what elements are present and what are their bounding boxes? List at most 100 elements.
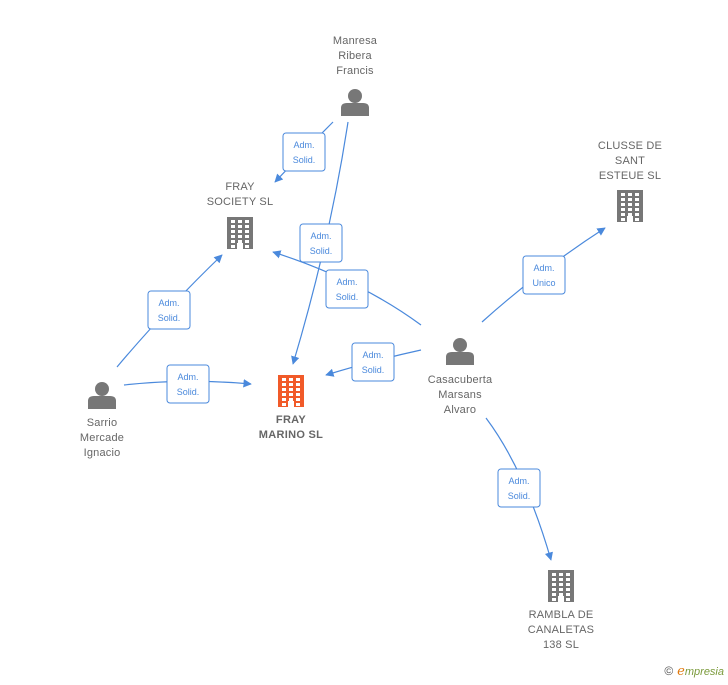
person-label[interactable]: Manresa [333, 35, 378, 47]
company-label[interactable]: FRAY [225, 181, 255, 193]
building-window [559, 573, 563, 576]
building-window [282, 388, 286, 391]
relation-badge-box [497, 468, 541, 508]
relation-badge[interactable]: Adm. Unico [522, 255, 566, 295]
relation-badge-label: Adm. [177, 372, 198, 382]
person-label[interactable]: Marsans [438, 389, 482, 401]
building-window [245, 245, 249, 248]
building-window [238, 220, 242, 223]
building-window [566, 598, 570, 601]
relation-badge[interactable]: Adm.Solid. [282, 132, 326, 172]
company-label[interactable]: RAMBLA DE [529, 609, 594, 621]
main-company-label[interactable]: FRAY [276, 414, 306, 426]
relation-badge-label: Unico [532, 278, 555, 288]
company-label[interactable]: ESTEUE SL [599, 170, 661, 182]
relation-badge[interactable]: Adm.Solid. [497, 468, 541, 508]
building-window [282, 383, 286, 386]
person-label[interactable]: Francis [336, 65, 374, 77]
building-door [627, 216, 633, 222]
building-window [621, 193, 625, 196]
building-window [289, 398, 293, 401]
person-icon[interactable] [446, 338, 474, 365]
person-label[interactable]: Ignacio [84, 447, 121, 459]
building-window [231, 230, 235, 233]
relation-badge[interactable]: Adm. Solid. [351, 342, 395, 382]
relation-badge-label: Solid. [362, 365, 385, 375]
building-window [552, 573, 556, 576]
relation-badge[interactable]: Adm.Solid. [325, 269, 369, 309]
company-label[interactable]: SOCIETY SL [207, 196, 274, 208]
relation-badge[interactable]: Adm. Solid. [166, 364, 210, 404]
building-window [566, 593, 570, 596]
relation-badge-box [282, 132, 326, 172]
relation-badge-label: Adm. [362, 350, 383, 360]
relation-badge-label: Solid. [177, 387, 200, 397]
building-window [245, 240, 249, 243]
relation-badge-label: Adm. [533, 263, 554, 273]
building-window [245, 220, 249, 223]
company-label[interactable]: SANT [615, 155, 645, 167]
main-company-label[interactable]: MARINO SL [259, 429, 323, 441]
building-window [566, 573, 570, 576]
building-window [296, 393, 300, 396]
building-window [621, 218, 625, 221]
relation-badge-box [325, 269, 369, 309]
building-icon[interactable] [227, 217, 253, 249]
relation-badge[interactable]: Adm.Solid. [299, 223, 343, 263]
building-window [289, 378, 293, 381]
building-window [628, 213, 632, 216]
building-window [621, 198, 625, 201]
relation-badge-label: Solid. [158, 313, 181, 323]
brand-name: mpresia [684, 666, 724, 678]
relation-badge-label: Solid. [336, 292, 359, 302]
person-head [95, 382, 109, 396]
building-window [566, 583, 570, 586]
company-label[interactable]: CANALETAS [528, 624, 594, 636]
building-window [559, 578, 563, 581]
building-window [231, 220, 235, 223]
building-icon[interactable] [617, 190, 643, 222]
building-window [635, 193, 639, 196]
building-window [238, 235, 242, 238]
person-label[interactable]: Alvaro [444, 404, 476, 416]
relation-badge-box [522, 255, 566, 295]
building-icon[interactable] [548, 570, 574, 602]
relation-badge-box [351, 342, 395, 382]
building-window [559, 593, 563, 596]
building-window [296, 398, 300, 401]
building-window [238, 240, 242, 243]
building-window [282, 403, 286, 406]
person-label[interactable]: Casacuberta [428, 374, 493, 386]
relation-badge-box [166, 364, 210, 404]
building-icon[interactable] [278, 375, 304, 407]
person-icon[interactable] [341, 89, 369, 116]
building-window [566, 578, 570, 581]
person-body [88, 396, 116, 409]
building-window [559, 588, 563, 591]
building-window [296, 378, 300, 381]
building-door [288, 401, 294, 407]
person-head [453, 338, 467, 352]
building-window [628, 203, 632, 206]
person-icon[interactable] [88, 382, 116, 409]
building-window [296, 388, 300, 391]
person-body [341, 103, 369, 116]
company-label[interactable]: 138 SL [543, 639, 579, 651]
building-window [635, 208, 639, 211]
building-window [635, 213, 639, 216]
company-label[interactable]: CLUSSE DE [598, 140, 662, 152]
person-label[interactable]: Ribera [338, 50, 372, 62]
person-label[interactable]: Sarrio [87, 417, 118, 429]
building-window [621, 208, 625, 211]
building-window [628, 208, 632, 211]
building-window [231, 225, 235, 228]
building-window [231, 245, 235, 248]
relation-badge[interactable]: Adm.Solid. [147, 290, 191, 330]
person-body [446, 352, 474, 365]
relation-badge-box [147, 290, 191, 330]
building-window [289, 383, 293, 386]
relation-badge-label: Adm. [508, 476, 529, 486]
person-label[interactable]: Mercade [80, 432, 124, 444]
building-window [245, 235, 249, 238]
